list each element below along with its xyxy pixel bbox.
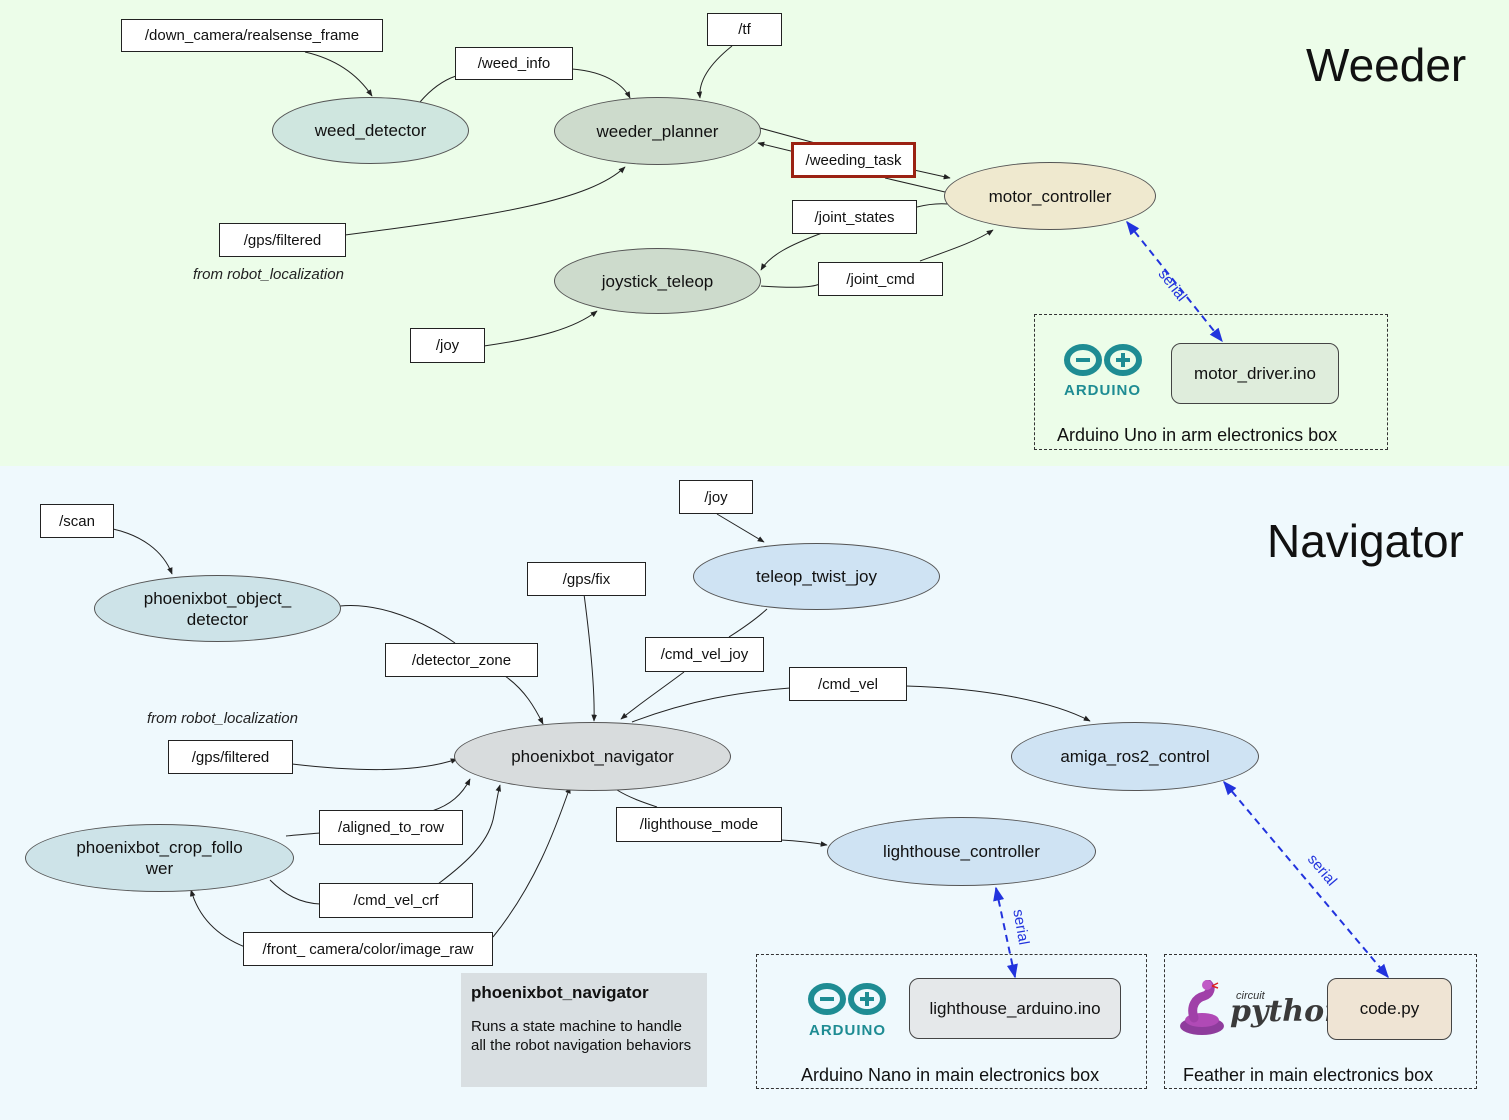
node-weeder-planner[interactable]: weeder_planner — [554, 97, 761, 165]
topic-gps-fix[interactable]: /gps/fix — [527, 562, 646, 596]
node-phoenixbot-object-detector[interactable]: phoenixbot_object_ detector — [94, 575, 341, 642]
arduino-logo-text: ARDUINO — [1064, 382, 1141, 399]
node-object-detector-line2: detector — [186, 609, 249, 629]
caption-arduino-nano: Arduino Nano in main electronics box — [801, 1065, 1100, 1085]
edge-teleop-joint-cmd — [760, 283, 821, 288]
node-object-detector-line1: phoenixbot_object_ — [143, 588, 292, 608]
edge-camera-weed-detector — [304, 51, 373, 97]
topic-aligned-to-row[interactable]: /aligned_to_row — [319, 810, 463, 845]
topic-cmd-vel-crf[interactable]: /cmd_vel_crf — [319, 883, 473, 918]
circuitpython-snake-icon — [1176, 979, 1228, 1043]
edge-aligned-navigator — [431, 778, 471, 812]
hardware-box-arduino-uno — [1034, 314, 1388, 450]
circuitpython-logo-text: python — [1230, 994, 1346, 1029]
edge-scan-object-detector — [112, 528, 173, 575]
edge-navigator-lighthouse-mode — [616, 789, 658, 808]
edge-weed-detector-weed-info — [419, 75, 457, 103]
file-motor-driver[interactable]: motor_driver.ino — [1171, 343, 1339, 404]
hardware-box-feather — [1164, 954, 1477, 1089]
caption-arduino-uno: Arduino Uno in arm electronics box — [1057, 425, 1338, 445]
serial-link-lighthouse — [993, 886, 1018, 979]
edge-gps-fix-navigator — [583, 593, 598, 722]
file-lighthouse-arduino[interactable]: lighthouse_arduino.ino — [909, 978, 1121, 1039]
file-code-py[interactable]: code.py — [1327, 978, 1452, 1040]
edge-zone-navigator — [504, 675, 544, 725]
topic-weed-info[interactable]: /weed_info — [455, 47, 573, 80]
edge-crop-cmd-vel-crf — [269, 879, 321, 905]
node-teleop-twist-joy[interactable]: teleop_twist_joy — [693, 543, 940, 610]
node-amiga-ros2-control[interactable]: amiga_ros2_control — [1011, 722, 1259, 791]
node-weed-detector[interactable]: weed_detector — [272, 97, 469, 164]
edge-planner-weeding-task — [759, 127, 816, 144]
edge-crf-navigator — [437, 784, 501, 885]
node-phoenixbot-navigator[interactable]: phoenixbot_navigator — [454, 722, 731, 791]
edge-front-camera-navigator — [492, 786, 571, 938]
circuitpython-logo-small: circuit — [1236, 990, 1265, 1002]
topic-front-camera[interactable]: /front_ camera/color/image_raw — [243, 932, 493, 966]
node-joystick-teleop[interactable]: joystick_teleop — [554, 248, 761, 314]
topic-lighthouse-mode[interactable]: /lighthouse_mode — [616, 807, 782, 842]
node-phoenixbot-crop-follower[interactable]: phoenixbot_crop_follo wer — [25, 824, 294, 892]
node-motor-controller[interactable]: motor_controller — [944, 162, 1156, 230]
arduino-logo-icon — [1062, 342, 1146, 383]
topic-weeding-task[interactable]: /weeding_task — [791, 142, 916, 178]
edge-lighthouse-mode-controller — [780, 839, 828, 847]
edge-cmd-vel-amiga — [905, 685, 1091, 722]
edge-joy-teleop — [483, 310, 598, 347]
hardware-box-arduino-nano — [756, 954, 1147, 1089]
edge-gps-filtered-navigator — [291, 758, 458, 770]
topic-joy-nav[interactable]: /joy — [679, 480, 753, 514]
info-title: phoenixbot_navigator — [471, 983, 649, 1002]
note-from-robot-localization-weeder: from robot_localization — [193, 266, 344, 283]
serial-link-motor — [1126, 220, 1223, 343]
topic-joy-weeder[interactable]: /joy — [410, 328, 485, 363]
topic-joint-cmd[interactable]: /joint_cmd — [818, 262, 943, 296]
edge-joint-cmd-motor — [919, 229, 994, 262]
node-crop-follower-line2: wer — [145, 859, 174, 878]
topic-down-camera[interactable]: /down_camera/realsense_frame — [121, 19, 383, 52]
arduino-logo-icon — [806, 981, 890, 1022]
info-description: Runs a state machine to handle all the r… — [471, 1018, 692, 1054]
note-from-robot-localization-nav: from robot_localization — [147, 710, 298, 727]
topic-gps-filtered-weeder[interactable]: /gps/filtered — [219, 223, 346, 257]
edge-front-camera-crop — [190, 889, 246, 948]
edge-object-detector-zone — [339, 604, 456, 644]
caption-feather: Feather in main electronics box — [1183, 1065, 1434, 1085]
topic-cmd-vel-joy[interactable]: /cmd_vel_joy — [645, 637, 764, 672]
weeder-title: Weeder — [1306, 39, 1467, 91]
serial-link-amiga — [1223, 780, 1389, 979]
edge-weeding-task-planner — [757, 141, 796, 153]
navigator-info-box: phoenixbot_navigator Runs a state machin… — [461, 973, 707, 1087]
topic-gps-filtered-nav[interactable]: /gps/filtered — [168, 740, 293, 774]
topic-cmd-vel[interactable]: /cmd_vel — [789, 667, 907, 701]
edge-cmd-vel-joy-navigator — [620, 671, 685, 720]
topic-joint-states[interactable]: /joint_states — [792, 200, 917, 234]
edge-navigator-cmd-vel — [631, 687, 791, 723]
node-crop-follower-line1: phoenixbot_crop_follo — [76, 838, 243, 857]
edge-teleop-twist-cmd-vel-joy — [728, 608, 768, 638]
edge-gps-planner — [344, 166, 626, 236]
topic-detector-zone[interactable]: /detector_zone — [385, 643, 538, 677]
arduino-nano-logo-text: ARDUINO — [809, 1022, 886, 1039]
edge-weed-info-planner — [571, 68, 631, 99]
edge-joy-teleop-twist — [716, 513, 765, 543]
node-lighthouse-controller[interactable]: lighthouse_controller — [827, 817, 1096, 886]
edge-tf-planner — [696, 45, 733, 99]
topic-tf[interactable]: /tf — [707, 13, 782, 46]
navigator-title: Navigator — [1267, 515, 1464, 567]
edge-crop-aligned — [285, 832, 321, 837]
topic-scan[interactable]: /scan — [40, 504, 114, 538]
edge-joint-states-teleop — [760, 232, 823, 271]
edge-motor-weeding-task — [884, 177, 946, 193]
edge-motor-joint-states — [916, 203, 949, 208]
